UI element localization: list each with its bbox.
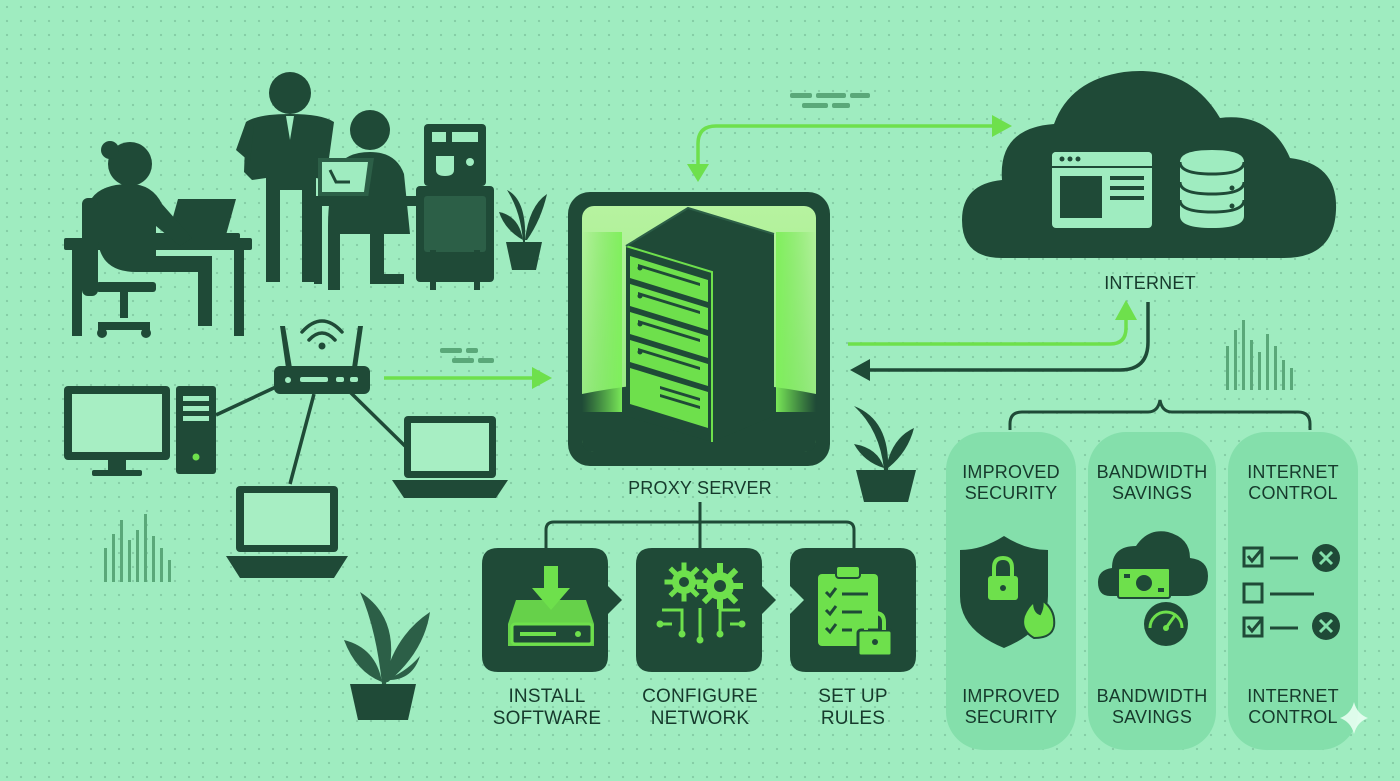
gears-icon	[656, 562, 746, 644]
router-icon	[274, 319, 370, 394]
benefit-control-caption: INTERNET CONTROL	[1228, 686, 1358, 728]
desktop-computer-icon	[64, 386, 216, 476]
benefit-bandwidth-title: BANDWIDTH SAVINGS	[1088, 462, 1216, 504]
internet-cloud-icon	[962, 70, 1337, 258]
steps-bracket	[544, 502, 856, 548]
benefit-security-title: IMPROVED SECURITY	[946, 462, 1076, 504]
arrow-network-to-proxy	[384, 367, 552, 389]
benefit-caption-line-1: IMPROVED	[962, 686, 1060, 706]
plant-icon	[344, 592, 430, 720]
benefit-security-caption: IMPROVED SECURITY	[946, 686, 1076, 728]
step-install-software	[482, 548, 622, 672]
plant-icon	[499, 190, 547, 270]
step-rules-label: SET UP RULES	[790, 686, 916, 730]
step-configure-label: CONFIGURE NETWORK	[630, 686, 770, 730]
checklist-icon	[1242, 544, 1340, 640]
step-label-line-2: RULES	[820, 708, 886, 729]
laptop-icon	[392, 416, 508, 498]
plant-icon	[854, 406, 916, 502]
benefit-pill-control	[1228, 432, 1358, 750]
arrow-internet-to-proxy	[850, 302, 1150, 381]
internet-label: INTERNET	[1104, 273, 1196, 293]
local-network-illustration	[64, 319, 508, 578]
step-install-label: INSTALL SOFTWARE	[482, 686, 612, 730]
benefit-title-line-1: INTERNET	[1247, 462, 1339, 482]
benefit-caption-line-2: SAVINGS	[1111, 707, 1193, 727]
benefit-title-line-2: CONTROL	[1248, 483, 1338, 503]
office-workers-illustration	[64, 72, 494, 338]
benefit-pill-bandwidth	[1088, 432, 1216, 750]
benefits-bracket	[1008, 399, 1312, 430]
benefit-pill-security	[946, 432, 1076, 750]
step-label-line-1: CONFIGURE	[642, 686, 758, 707]
arrow-proxy-to-cloud	[848, 300, 1137, 346]
cloud-money-icon	[1098, 531, 1208, 646]
benefit-title-line-2: SECURITY	[964, 483, 1058, 503]
arrow-proxy-to-internet	[696, 124, 992, 168]
shield-lock-icon	[960, 536, 1056, 648]
database-icon	[1178, 150, 1246, 228]
benefit-caption-line-1: BANDWIDTH	[1096, 686, 1208, 706]
benefit-caption-line-2: CONTROL	[1248, 707, 1338, 727]
step-label-line-1: INSTALL	[508, 686, 586, 707]
data-flow-dashes	[440, 93, 870, 363]
step-set-up-rules	[790, 548, 916, 672]
step-label-line-2: NETWORK	[650, 708, 750, 729]
laptop-icon	[226, 486, 348, 578]
benefit-control-title: INTERNET CONTROL	[1228, 462, 1358, 504]
benefit-bandwidth-caption: BANDWIDTH SAVINGS	[1088, 686, 1216, 728]
benefit-title-line-2: SAVINGS	[1111, 483, 1193, 503]
benefit-title-line-1: BANDWIDTH	[1096, 462, 1208, 482]
install-icon	[508, 566, 594, 646]
signal-bars-decoration	[104, 320, 1293, 582]
step-label-line-2: SOFTWARE	[492, 708, 602, 729]
step-label-line-1: SET UP	[818, 686, 888, 707]
proxy-server-label: PROXY SERVER	[628, 478, 772, 498]
proxy-server-icon	[568, 192, 830, 466]
benefit-caption-line-2: SECURITY	[964, 707, 1058, 727]
benefit-title-line-1: IMPROVED	[962, 462, 1060, 482]
sparkle-icon	[1340, 702, 1368, 734]
step-configure-network	[636, 548, 776, 672]
benefit-caption-line-1: INTERNET	[1247, 686, 1339, 706]
clipboard-lock-icon	[818, 565, 894, 658]
